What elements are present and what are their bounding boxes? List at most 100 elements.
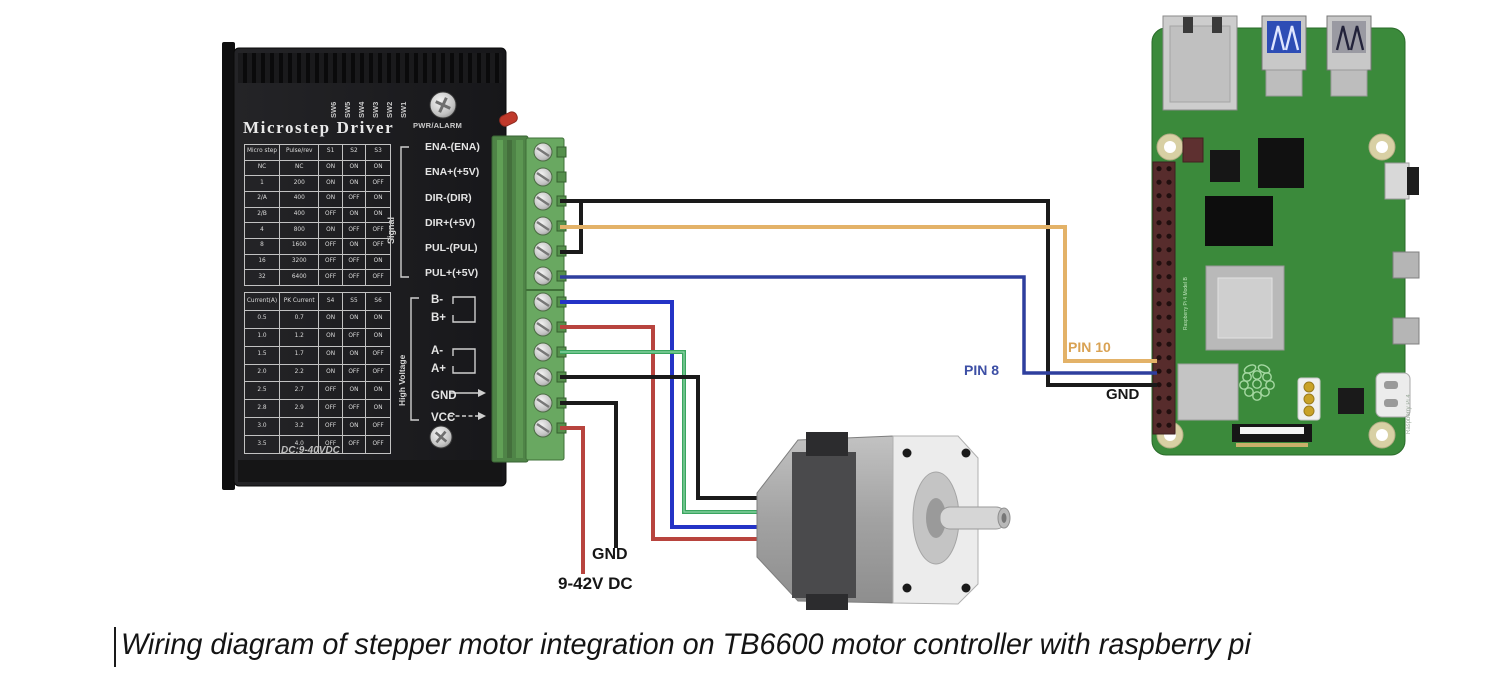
terminal-label-dir-plus: DIR+(+5V) <box>425 217 476 229</box>
terminal-screws[interactable] <box>533 142 553 438</box>
cell: ON <box>341 159 367 177</box>
silkscreen-brackets <box>400 146 478 421</box>
ethernet-port <box>1162 15 1238 111</box>
cell: OFF <box>318 417 343 436</box>
soc-chip <box>1205 265 1285 351</box>
cell: 8 <box>243 237 281 255</box>
cell: ON <box>341 175 367 192</box>
cell: PK Current <box>279 292 320 311</box>
terminal-label-gnd: GND <box>431 390 457 402</box>
usb2-port <box>1326 15 1372 97</box>
dip-switch-label-sw5: SW5 <box>343 101 352 118</box>
terminal-block <box>491 111 567 463</box>
cell: OFF <box>341 327 367 347</box>
signal-bracket <box>400 146 409 278</box>
cell: OFF <box>365 363 391 383</box>
cell: S3 <box>365 144 391 161</box>
usb-controller-chip <box>1177 363 1239 421</box>
cell: 2/A <box>243 190 281 208</box>
cell: ON <box>341 381 367 401</box>
terminal-label-vcc: VCC <box>431 412 456 424</box>
driver-heatsink-fins <box>238 53 502 83</box>
wire-gnd-black <box>560 199 1157 387</box>
cell: 3.2 <box>279 417 320 436</box>
dip-switch-label-sw6: SW6 <box>329 101 338 118</box>
cell: S1 <box>318 144 343 161</box>
cell: ON <box>365 190 391 208</box>
cell: ON <box>318 175 343 192</box>
dip-switch-label-sw3: SW3 <box>371 101 380 118</box>
cell: OFF <box>365 435 391 454</box>
cell: 2.8 <box>243 399 281 419</box>
cell: Micro step <box>243 144 281 161</box>
cell: OFF <box>341 253 367 271</box>
cell: 1.0 <box>243 327 281 347</box>
cell: OFF <box>341 363 367 383</box>
supply-voltage-label: 9-42V DC <box>558 574 633 593</box>
cell: 0.7 <box>279 309 320 329</box>
motor-center-band <box>792 452 856 598</box>
cell: NC <box>243 159 281 177</box>
cell: 800 <box>279 222 320 239</box>
stepper-motor <box>756 432 1011 610</box>
cell: 4.0 <box>279 435 320 454</box>
cell: 2.2 <box>279 363 320 383</box>
driver-title: Microstep Driver <box>243 118 395 137</box>
wires <box>560 199 1157 574</box>
cell: OFF <box>365 417 391 436</box>
driver-bottom-strip <box>238 460 502 482</box>
gpio-header[interactable] <box>1152 161 1176 435</box>
cell: 2.9 <box>279 399 320 419</box>
pi-silkscreen-edge-text: Raspberry Pi 4 <box>1406 394 1412 434</box>
terminal-label-pul-minus: PUL-(PUL) <box>425 242 478 254</box>
ram-chip <box>1205 196 1273 246</box>
motor-shaft <box>939 506 1007 530</box>
cell: ON <box>318 327 343 347</box>
terminal-label-pul-plus: PUL+(+5V) <box>425 267 479 279</box>
pin10-wire-label: PIN 10 <box>1068 339 1111 355</box>
terminal-label-ena-minus: ENA-(ENA) <box>425 141 480 153</box>
raspberry-pi-logo-icon <box>1239 364 1275 401</box>
wire-coil-b-plus-red <box>560 325 757 541</box>
pin8-wire-label: PIN 8 <box>964 362 1000 378</box>
cell: ON <box>341 237 367 255</box>
cell: ON <box>318 345 343 365</box>
pi-silkscreen-side-text: Raspberry Pi 4 Model B <box>1183 277 1189 330</box>
micro-hdmi-0 <box>1392 251 1420 279</box>
cell: ON <box>318 309 343 329</box>
cell: 2.7 <box>279 381 320 401</box>
cell: 1.7 <box>279 345 320 365</box>
terminal-label-b-plus: B+ <box>431 312 447 324</box>
terminal-label-a-plus: A+ <box>431 363 447 375</box>
cell: OFF <box>318 381 343 401</box>
coil-a-bracket <box>452 348 476 374</box>
cell: OFF <box>341 435 367 454</box>
cell: OFF <box>365 237 391 255</box>
cell: S5 <box>341 292 367 311</box>
cell: 2.0 <box>243 363 281 383</box>
cell: 2.5 <box>243 381 281 401</box>
figure-caption[interactable]: Wiring diagram of stepper motor integrat… <box>121 628 1251 661</box>
wire-coil-a-plus-black <box>560 375 757 500</box>
usb3-port <box>1261 15 1307 97</box>
cell: ON <box>365 253 391 271</box>
poe-header-pads <box>1297 377 1321 421</box>
coil-b-bracket <box>452 296 476 323</box>
cell: OFF <box>365 222 391 239</box>
cell: OFF <box>318 253 343 271</box>
wire-pin10-orange <box>560 225 1157 363</box>
cell: ON <box>318 190 343 208</box>
cell: ON <box>365 381 391 401</box>
usb-c-power-port <box>1375 372 1411 418</box>
audio-jack <box>1384 162 1419 200</box>
dip-switch-label-sw4: SW4 <box>357 101 366 118</box>
wire-supply-vcc-red <box>560 426 585 574</box>
cell: OFF <box>318 435 343 454</box>
cell: 4 <box>243 222 281 239</box>
cell: ON <box>318 222 343 239</box>
terminal-label-dir-minus: DIR-(DIR) <box>425 192 472 204</box>
cell: Pulse/rev <box>279 144 320 161</box>
